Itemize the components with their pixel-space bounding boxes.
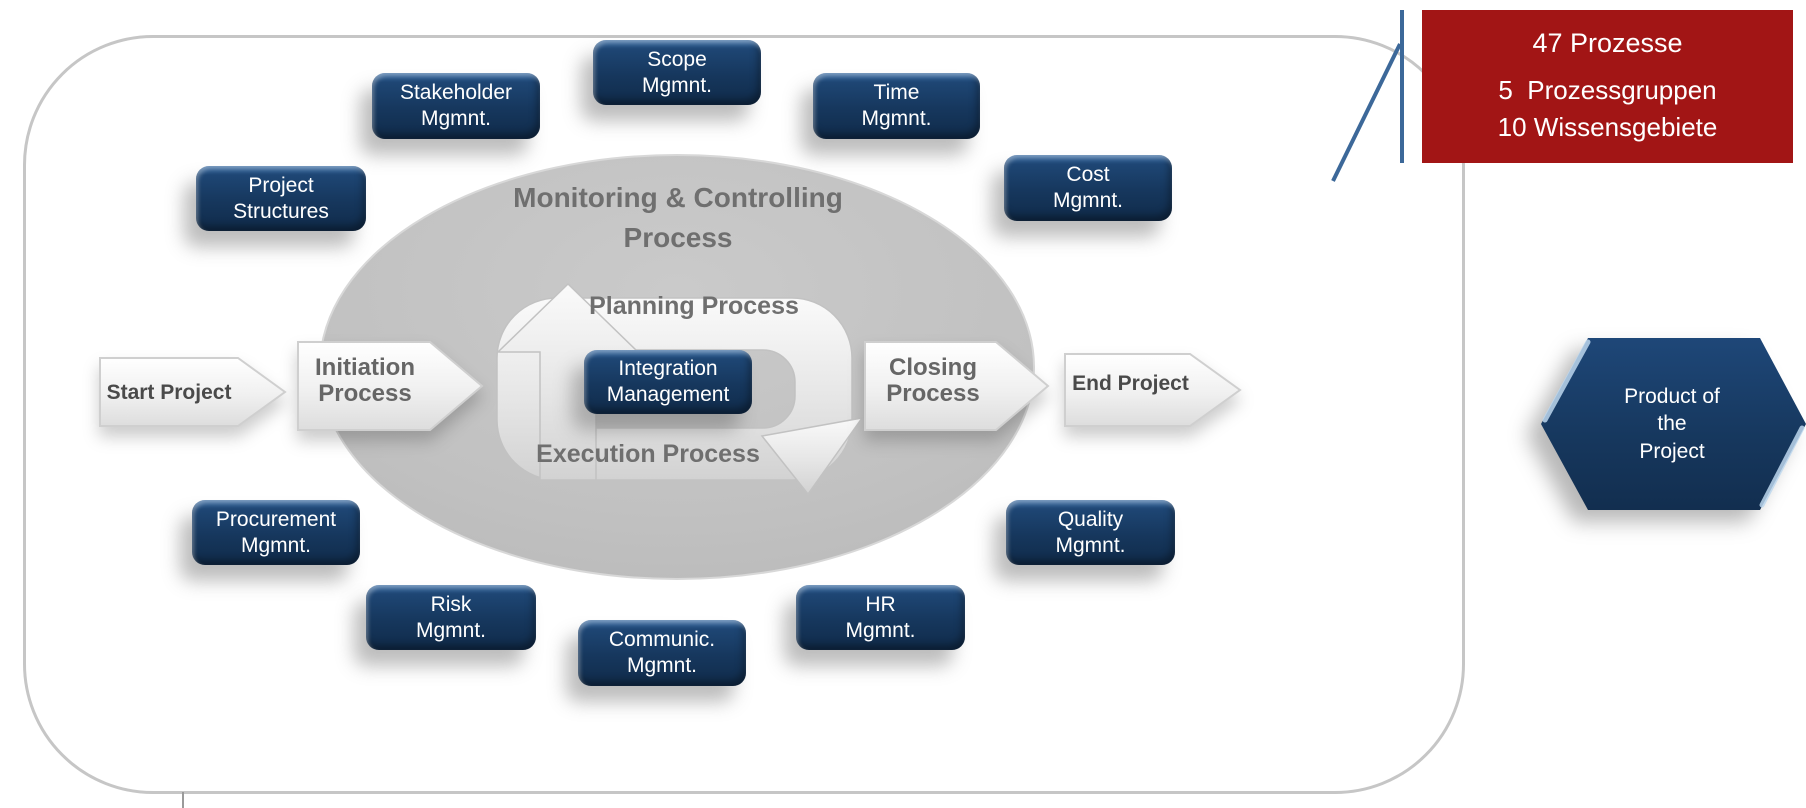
diagram-frame (23, 35, 1465, 794)
end-project-arrow (1064, 353, 1242, 427)
initiation-process-label: Initiation Process (315, 354, 415, 408)
planning-process-label: Planning Process (589, 292, 799, 320)
start-project-arrow (99, 357, 287, 427)
initiation-process-arrow (297, 341, 484, 431)
product-hexagon (1541, 338, 1806, 510)
badge-line-processes: 47 Prozesse (1532, 28, 1683, 59)
cycle-arrowhead (760, 416, 864, 496)
summary-badge: 47 Prozesse 5 Prozessgruppen 10 Wissensg… (1422, 10, 1793, 163)
execution-process-label: Execution Process (536, 440, 760, 468)
integration-management-box: Integration Management (584, 350, 752, 414)
closing-process-arrow (864, 341, 1050, 431)
hexagon-highlight-right (1759, 425, 1805, 508)
cycle-up-arrow (496, 282, 640, 481)
monitoring-title-line2: Process (623, 222, 733, 253)
monitoring-title-line1: Monitoring & Controlling (513, 182, 843, 213)
hexagon-highlight-left (1542, 339, 1591, 423)
callout-diagonal-line (1331, 43, 1402, 182)
badge-line-knowledge-areas: 10 Wissensgebiete (1497, 111, 1718, 142)
badge-line-process-groups: 5 Prozessgruppen (1498, 75, 1717, 106)
end-project-label: End Project (1072, 372, 1189, 395)
closing-process-label: Closing Process (886, 354, 980, 408)
knowledge-area-box-communication: Communic.Mgmnt. (578, 620, 746, 686)
start-project-label: Start Project (106, 381, 232, 404)
product-of-project-label: Product of the Project (1624, 385, 1720, 463)
